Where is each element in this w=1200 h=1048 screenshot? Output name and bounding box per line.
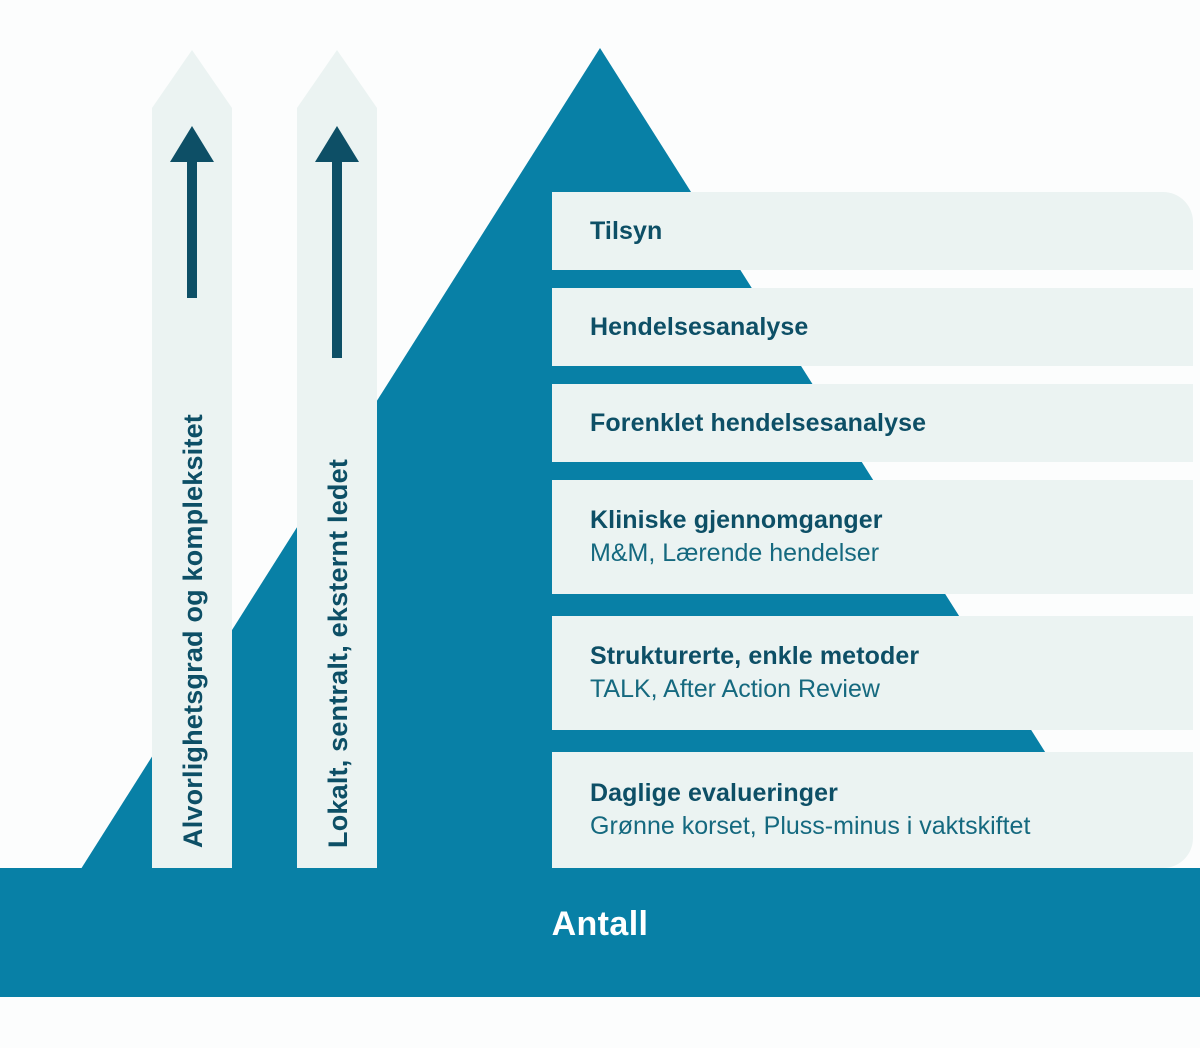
severity-arrow-shell [152,50,232,868]
level-band-5[interactable]: Strukturerte, enkle metoder TALK, After … [552,616,1193,730]
level-subtitle: M&M, Lærende hendelser [590,539,880,568]
level-title: Daglige evalueringer [590,778,838,807]
up-arrow-icon-governance [315,126,359,358]
level-title: Tilsyn [590,216,663,245]
level-title: Forenklet hendelsesanalyse [590,408,927,437]
level-title: Strukturerte, enkle metoder [590,641,920,670]
level-title: Kliniske gjennomganger [590,505,883,534]
level-band-4[interactable]: Kliniske gjennomganger M&M, Lærende hend… [552,480,1193,594]
level-subtitle: TALK, After Action Review [590,675,880,704]
level-band-6[interactable]: Daglige evalueringer Grønne korset, Plus… [552,752,1193,868]
level-band-3[interactable]: Forenklet hendelsesanalyse [552,384,1193,462]
pyramid-base-strip [0,868,1200,997]
level-band-2[interactable]: Hendelsesanalyse [552,288,1193,366]
axis-label-governance: Lokalt, sentralt, eksternt ledet [323,458,353,848]
level-title: Hendelsesanalyse [590,312,809,341]
level-subtitle: Grønne korset, Pluss-minus i vaktskiftet [590,812,1031,841]
governance-arrow-shell [297,50,377,868]
level-band-1[interactable]: Tilsyn [552,192,1193,270]
axis-label-severity: Alvorlighetsgrad og kompleksitet [178,414,208,848]
up-arrow-icon-severity [170,126,214,298]
